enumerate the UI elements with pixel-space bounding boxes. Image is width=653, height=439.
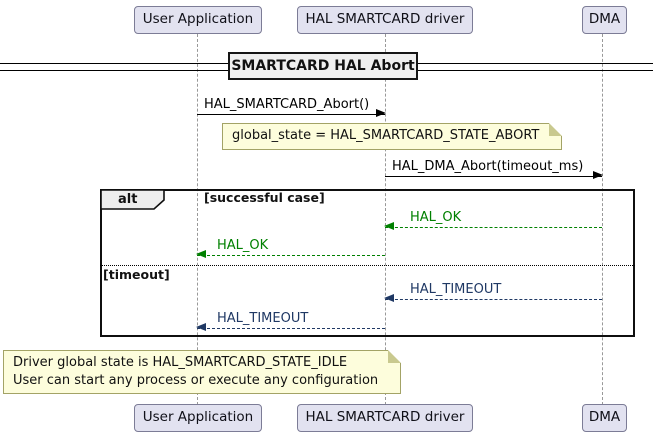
arrow-line — [197, 328, 385, 329]
arrow-line — [385, 227, 602, 228]
arrow-line — [197, 114, 385, 115]
alt-operator-shape — [100, 189, 165, 210]
arrow-line — [385, 176, 602, 177]
participant-dma-top: DMA — [582, 6, 627, 34]
note-fold-icon — [549, 123, 563, 136]
arrowhead-left-icon — [384, 294, 394, 303]
note-driver-idle-state: Driver global state is HAL_SMARTCARD_STA… — [3, 350, 402, 394]
arrowhead-right-icon — [376, 109, 386, 118]
message-label: HAL_SMARTCARD_Abort() — [204, 97, 370, 112]
lifeline-user-application — [196, 34, 198, 405]
participant-hal-smartcard-driver-bottom: HAL SMARTCARD driver — [297, 404, 473, 432]
alt-divider — [100, 265, 635, 266]
arrow-line — [385, 299, 602, 300]
alt-guard-timeout: [timeout] — [103, 267, 170, 282]
lifeline-dma — [601, 34, 603, 405]
note-fold-icon — [388, 350, 402, 363]
alt-operator-label: alt — [118, 192, 138, 207]
participant-user-application-bottom: User Application — [134, 404, 262, 432]
message-label: HAL_TIMEOUT — [410, 282, 502, 297]
arrowhead-left-icon — [384, 222, 394, 231]
message-label: HAL_OK — [217, 238, 269, 253]
message-label: HAL_OK — [410, 210, 462, 225]
arrowhead-right-icon — [593, 171, 603, 180]
alt-fragment-frame: alt — [100, 189, 635, 337]
message-label: HAL_DMA_Abort(timeout_ms) — [392, 159, 584, 174]
alt-guard-successful-case: [successful case] — [204, 190, 325, 205]
participant-user-application-top: User Application — [134, 6, 262, 34]
note-line: global_state = HAL_SMARTCARD_STATE_ABORT — [232, 128, 540, 143]
participant-hal-smartcard-driver-top: HAL SMARTCARD driver — [297, 6, 473, 34]
lifeline-hal-smartcard-driver — [384, 34, 386, 405]
participant-dma-bottom: DMA — [582, 404, 627, 432]
diagram-title: SMARTCARD HAL Abort — [228, 52, 418, 80]
arrowhead-left-icon — [196, 323, 206, 332]
message-label: HAL_TIMEOUT — [217, 311, 309, 326]
note-line: Driver global state is HAL_SMARTCARD_STA… — [13, 355, 348, 370]
note-line: User can start any process or execute an… — [13, 372, 379, 388]
arrowhead-left-icon — [196, 250, 206, 259]
arrow-line — [197, 255, 385, 256]
note-global-state-abort: global_state = HAL_SMARTCARD_STATE_ABORT — [222, 123, 563, 150]
